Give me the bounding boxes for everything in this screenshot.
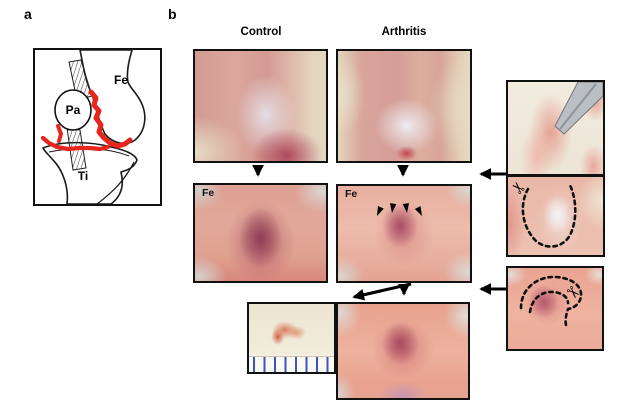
photo-femur-after-synovectomy xyxy=(336,302,470,400)
photo-excised-synovium-ruler xyxy=(247,302,336,374)
arrow-arthritis-femur-to-excised-tissue xyxy=(352,282,412,301)
photo-control-intact-knee xyxy=(193,49,328,163)
synovium-red-femoral xyxy=(88,89,133,149)
arrowhead-marker xyxy=(377,206,384,216)
photo-synovium-cut-line: ✂ xyxy=(506,266,604,351)
synovium-red-parapatellar xyxy=(56,124,64,143)
photo-arthritis-intact-knee xyxy=(336,49,472,163)
panel-a-label: a xyxy=(24,6,32,22)
patella-outline xyxy=(54,89,92,131)
arthritis-femur-tag: Fe xyxy=(345,188,358,200)
photo-arthritis-femur: Fe xyxy=(336,184,472,283)
control-femur-tag: Fe xyxy=(202,187,215,199)
arrowhead-marker xyxy=(389,203,397,213)
synovium-arrowhead-markers xyxy=(377,203,422,216)
photo-control-femur: Fe xyxy=(193,183,328,283)
photo-skin-removal xyxy=(508,82,603,174)
column-header-control: Control xyxy=(240,26,282,38)
capsule-cut-path xyxy=(521,181,577,248)
dissection-steps-box: ✂ xyxy=(506,80,605,257)
knee-diagram-box: Fe Pa Ti xyxy=(33,48,162,206)
tibia-inner-line xyxy=(96,161,135,204)
femur-label: Fe xyxy=(114,73,128,87)
knee-diagram: Fe Pa Ti xyxy=(40,50,146,204)
arrowhead-marker xyxy=(414,206,422,216)
tibia-label: Ti xyxy=(78,169,88,183)
synovium-red-plateau xyxy=(40,135,111,152)
column-header-arthritis: Arthritis xyxy=(381,26,427,38)
forceps-icon xyxy=(554,82,603,135)
patella-label: Pa xyxy=(66,103,81,117)
synovium-cut-path xyxy=(519,275,583,327)
tibia-outline xyxy=(42,141,138,204)
photo-capsule-cut-line: ✂ xyxy=(507,176,603,255)
panel-b-label: b xyxy=(168,6,177,22)
photo-divider xyxy=(508,174,603,177)
ruler-scale xyxy=(249,356,334,372)
arrowhead-marker xyxy=(402,203,410,213)
